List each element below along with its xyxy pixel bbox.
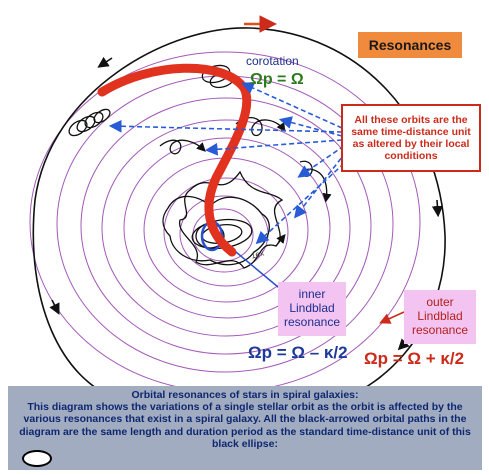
guide-arrow [204, 139, 343, 156]
outer-lindblad-label: outer Lindblad resonance [404, 290, 476, 344]
ilr-leader-line [235, 251, 285, 293]
caption-body: This diagram shows the variations of a s… [18, 401, 472, 467]
orbit-ring [143, 157, 309, 303]
time-distance-note: All these orbits are the same time-dista… [341, 104, 481, 172]
orbit-ring [80, 97, 372, 355]
olr-arrow [379, 311, 405, 324]
guide-arrow [108, 119, 343, 133]
spiral-arm [97, 63, 252, 257]
orbit-coil [68, 108, 111, 137]
corotation-label: corotation [246, 54, 299, 68]
orbit-curl [235, 117, 286, 137]
orbit-arrow [97, 56, 113, 68]
inner-lindblad-label: inner Lindblad resonance [278, 282, 346, 336]
guide-arrow [297, 145, 345, 178]
guide-arrow [294, 151, 347, 219]
orbit-star [179, 170, 284, 269]
guide-arrow [241, 82, 343, 129]
resonances-title: Resonances [358, 32, 462, 58]
inner-lindblad-formula: Ωp = Ω – κ/2 [248, 343, 348, 362]
orbit-arrow [49, 299, 60, 315]
orbit-loop [201, 64, 231, 84]
standard-ellipse-icon [22, 449, 52, 467]
guide-arrow [255, 157, 351, 245]
guide-arrow [278, 116, 343, 137]
orbit-ring [123, 137, 331, 319]
guide-arrows [108, 82, 351, 245]
orbit-ring [101, 119, 351, 337]
outer-lindblad-formula: Ωp = Ω + κ/2 [364, 349, 465, 368]
caption-heading: Orbital resonances of stars in spiral ga… [131, 389, 359, 402]
orbit-curl [159, 139, 206, 155]
caption-box: Orbital resonances of stars in spiral ga… [8, 386, 482, 470]
orbit-ring [29, 51, 421, 393]
orbit-arrow [431, 199, 444, 218]
corotation-formula: Ωp = Ω [250, 71, 304, 88]
orbit-rings [29, 51, 421, 393]
orbit-arrow [275, 233, 286, 247]
caption-text: This diagram shows the variations of a s… [19, 401, 471, 450]
orbit-ring [163, 177, 289, 287]
